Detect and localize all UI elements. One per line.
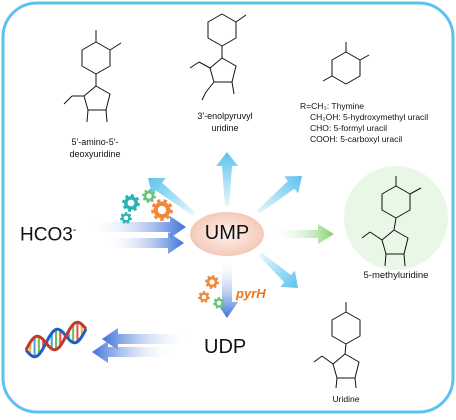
substrate-label: HCO3- [20, 224, 76, 246]
gear-cluster-top [120, 189, 173, 224]
udp-label: UDP [204, 336, 247, 358]
structure-amino-deoxyuridine [63, 30, 122, 123]
gear-hole [123, 215, 129, 221]
compound-3-label: R=CH₃: Thymine CH₂OH: 5-hydroxymethyl ur… [300, 101, 428, 145]
outer-frame [1, 1, 455, 414]
arrow-to-compound-1 [148, 177, 196, 216]
input-arrow-2 [104, 232, 184, 254]
dna-helix-icon [24, 320, 88, 359]
compound-3-line-1: R=CH₃: Thymine [300, 101, 365, 111]
gear-icon [151, 199, 173, 221]
gear-icon [122, 194, 140, 212]
ump-label: UMP [204, 222, 250, 244]
compound-2-line-1: 3'-enolpyruvyl [197, 111, 253, 121]
cyan-arrows [148, 152, 302, 288]
gear-icon [198, 291, 210, 303]
structure-uridine [313, 302, 361, 389]
gear-hole [127, 199, 135, 207]
gear-icon [205, 275, 219, 289]
dna-strand [24, 327, 88, 359]
ump-node [190, 212, 264, 256]
input-arrow-1 [88, 216, 186, 238]
output-arrows [92, 328, 190, 363]
gear-hole [209, 279, 215, 285]
arrow-to-compound-5 [258, 252, 298, 288]
output-arrow-2 [92, 341, 175, 363]
green-arrow [272, 224, 334, 244]
compound-4-label: 5-methyluridine [363, 270, 429, 281]
compound-3-line-2: CH₂OH: 5-hydroxymethyl uracil [310, 112, 429, 122]
structure-enolpyruvyl-uridine [189, 13, 247, 101]
output-arrow-1 [102, 328, 190, 350]
gear-icon [213, 297, 225, 309]
down-arrow [216, 262, 238, 318]
enzyme-label: pyrH [236, 286, 266, 301]
gear-icon [120, 212, 132, 224]
compound-1-line-1: 5'-amino-5'- [71, 137, 119, 147]
input-arrows [88, 216, 186, 254]
compound-1-line-2: deoxyuridine [69, 149, 121, 159]
gear-cluster-enzyme [198, 275, 225, 309]
structure-uracil [322, 42, 370, 85]
compound-5-label: Uridine [332, 394, 360, 404]
substrate-charge: - [72, 224, 77, 236]
gear-hole [157, 205, 167, 215]
gear-icon [142, 189, 156, 203]
compound-1-label: 5'-amino-5'- deoxyuridine [55, 136, 135, 160]
substrate-text: HCO3 [20, 224, 73, 246]
gear-hole [146, 193, 152, 199]
structure-5-methyluridine [361, 176, 422, 267]
gear-hole [216, 300, 222, 306]
arrow-to-compound-2 [216, 152, 238, 206]
gear-hole [201, 294, 207, 300]
dna-strand [24, 320, 88, 352]
arrow-to-compound-3 [256, 176, 302, 214]
compound-3-line-3: CHO: 5-formyl uracil [310, 123, 387, 133]
compound-2-line-2: uridine [211, 123, 239, 133]
compound-3-line-4: COOH: 5-carboxyl uracil [310, 134, 403, 144]
compound-2-label: 3'-enolpyruvyl uridine [190, 110, 260, 134]
